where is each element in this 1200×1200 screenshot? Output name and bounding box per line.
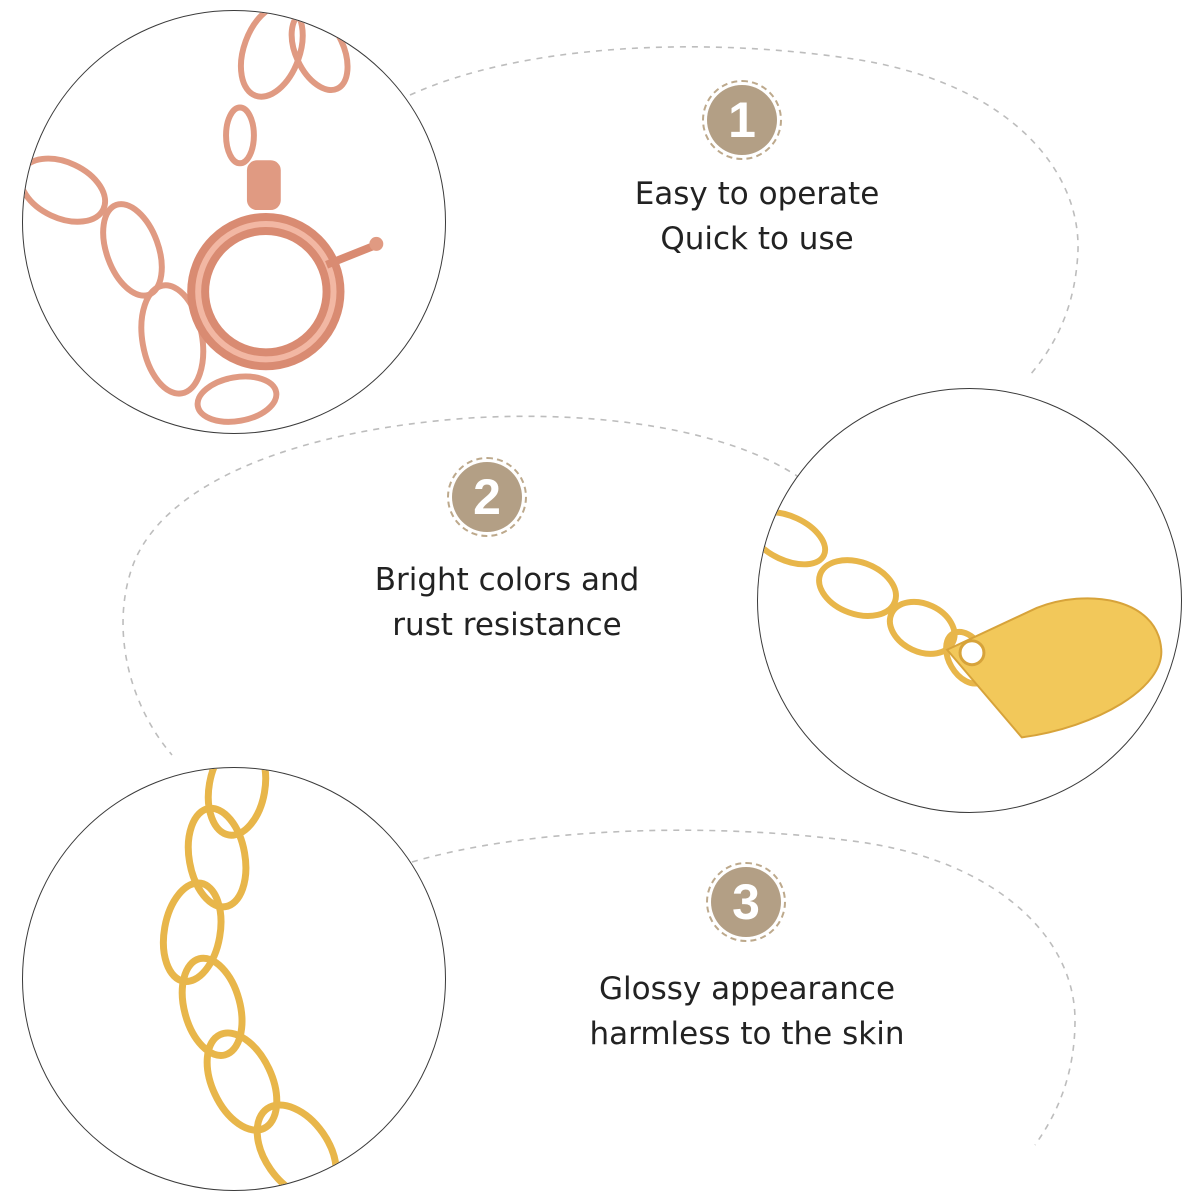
- feature-3-line-2: harmless to the skin: [589, 1016, 905, 1052]
- rose-gold-clasp-illustration: [23, 11, 384, 425]
- feature-3-line-1: Glossy appearance: [598, 971, 896, 1007]
- step-2-badge: 2: [447, 457, 527, 537]
- gold-heart-tag-illustration: [758, 509, 1163, 739]
- rose-gold-clasp-photo: [22, 10, 446, 434]
- step-1-number: 1: [707, 85, 777, 155]
- feature-3-text: Glossy appearance harmless to the skin: [537, 967, 957, 1057]
- step-2-number: 2: [452, 462, 522, 532]
- feature-2-line-2: rust resistance: [392, 607, 622, 643]
- step-3-number: 3: [711, 867, 781, 937]
- step-3-badge: 3: [706, 862, 786, 942]
- gold-heart-tag-photo: [757, 388, 1182, 813]
- gold-chain-photo: [22, 767, 446, 1191]
- dashed-oval-1: [409, 46, 1079, 376]
- feature-1-line-1: Easy to operate: [634, 176, 880, 212]
- feature-1-text: Easy to operate Quick to use: [547, 172, 967, 262]
- feature-2-text: Bright colors and rust resistance: [297, 558, 717, 648]
- gold-chain-illustration: [159, 768, 340, 1190]
- step-1-badge: 1: [702, 80, 782, 160]
- feature-2-line-1: Bright colors and: [374, 562, 640, 598]
- dashed-oval-3: [411, 829, 1076, 1146]
- feature-1-line-2: Quick to use: [660, 221, 854, 257]
